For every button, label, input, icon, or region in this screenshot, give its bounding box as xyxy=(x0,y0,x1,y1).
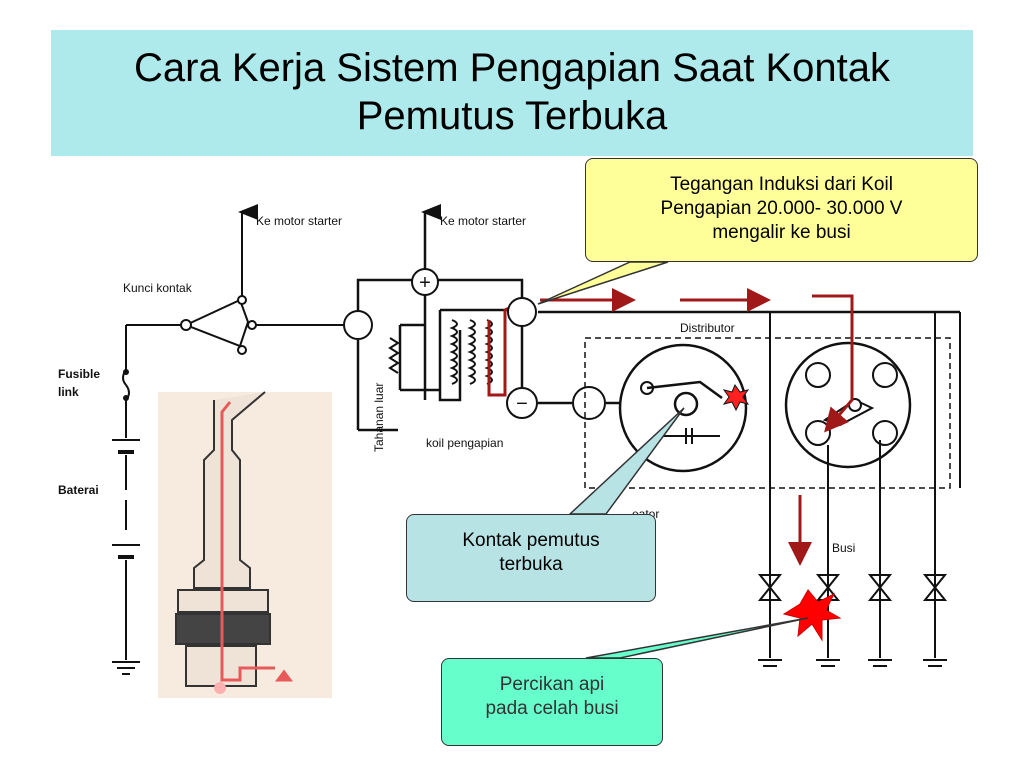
callout-contact-line-2: terbuka xyxy=(499,554,563,575)
cap-electrode-4 xyxy=(872,420,898,446)
callout-induction-voltage: Tegangan Induksi dari Koil Pengapian 20.… xyxy=(585,158,978,262)
callout-spark-line-1: Percikan api xyxy=(499,674,605,695)
callout-spark-line-2: pada celah busi xyxy=(485,698,619,719)
fusible-terminal-top xyxy=(123,369,129,375)
ignition-switch xyxy=(180,212,345,355)
coil-high-tension-terminal xyxy=(507,297,537,327)
label-external-resistor: Tahanan luar xyxy=(372,383,386,452)
fusible-terminal-bottom xyxy=(123,395,129,401)
contact-spark-icon xyxy=(722,383,750,412)
label-ignition-switch: Kunci kontak xyxy=(123,281,193,295)
cap-electrode-2 xyxy=(872,362,898,388)
label-battery: Baterai xyxy=(58,483,99,497)
plus-sign: + xyxy=(419,272,431,294)
left-branch xyxy=(112,324,186,675)
label-distributor: Distributor xyxy=(680,321,735,335)
title-band: Cara Kerja Sistem Pengapian Saat Kontak … xyxy=(51,30,973,156)
coil-minus-terminal xyxy=(506,387,538,419)
callout-contact-open: Kontak pemutus terbuka xyxy=(406,514,656,602)
label-spark-plugs: Busi xyxy=(832,541,855,555)
label-fusible-2: link xyxy=(58,385,79,399)
spark-plug-symbols xyxy=(757,574,948,667)
distributor-housing xyxy=(584,337,951,489)
breaker-cam xyxy=(673,391,699,417)
cap-electrode-3 xyxy=(805,420,831,446)
callout-contact-line-1: Kontak pemutus xyxy=(462,530,600,551)
slide-title: Cara Kerja Sistem Pengapian Saat Kontak … xyxy=(51,44,973,140)
slide-title-line-2: Pemutus Terbuka xyxy=(356,94,668,138)
label-starter-1: Ke motor starter xyxy=(256,214,342,228)
connector-left xyxy=(343,310,373,340)
label-starter-2: Ke motor starter xyxy=(440,214,526,228)
plug-illustration-spark xyxy=(214,682,226,694)
slide-title-line-1: Cara Kerja Sistem Pengapian Saat Kontak xyxy=(134,46,890,90)
coil-plus-terminal xyxy=(411,268,439,296)
current-flow-arrows xyxy=(540,288,854,566)
coil-windings xyxy=(449,319,493,385)
breaker-arm xyxy=(646,380,723,400)
callout-spark-pointer xyxy=(585,617,809,659)
callout-induction-line-1: Tegangan Induksi dari Koil xyxy=(670,174,893,195)
label-ignition-coil: koil pengapian xyxy=(426,436,503,450)
plug-spark-icon xyxy=(782,589,842,642)
callout-induction-line-2: Pengapian 20.000- 30.000 V xyxy=(660,198,903,219)
connector-distributor xyxy=(572,386,606,420)
callout-induction-pointer xyxy=(537,261,669,305)
label-fusible-1: Fusible xyxy=(58,367,100,381)
callout-induction-line-3: mengalir ke busi xyxy=(712,222,851,243)
cap-electrode-1 xyxy=(805,362,831,388)
minus-sign: − xyxy=(516,393,528,415)
callout-spark-gap: Percikan api pada celah busi xyxy=(441,658,663,746)
resistor-zigzag xyxy=(388,337,400,374)
spark-plug-current-path xyxy=(220,401,293,682)
